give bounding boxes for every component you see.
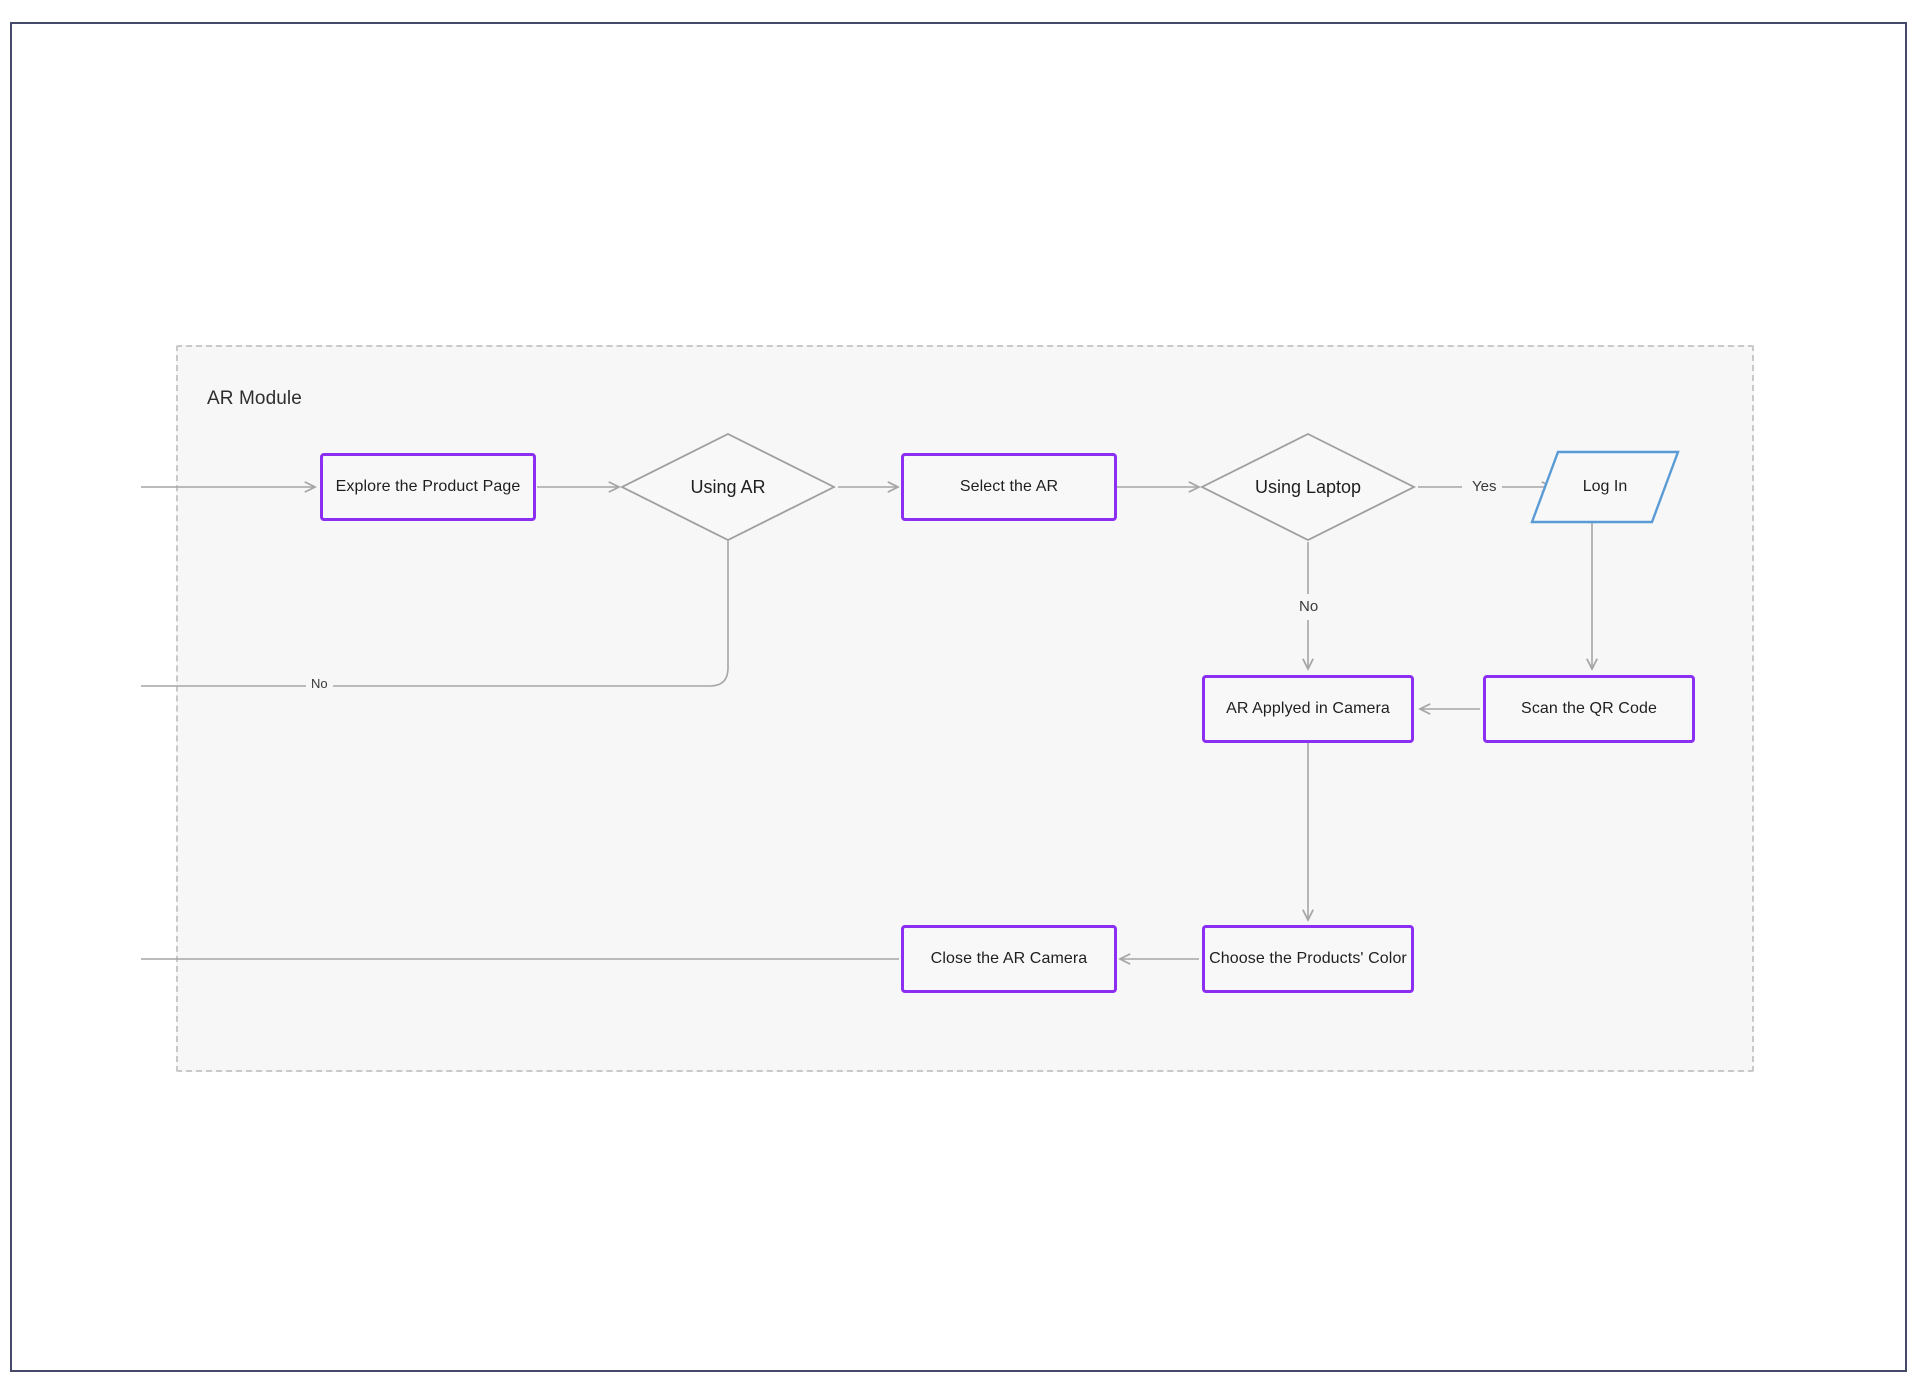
parallelogram-shape [1530, 450, 1680, 524]
node-label: Scan the QR Code [1521, 700, 1657, 718]
node-close-the-ar-camera[interactable]: Close the AR Camera [901, 925, 1117, 993]
node-label: Using Laptop [1254, 476, 1362, 497]
node-label: Choose the Products' Color [1209, 950, 1407, 968]
edge-label-using-ar-no: No [306, 675, 333, 692]
node-label: AR Applyed in Camera [1226, 700, 1390, 718]
ar-module-group-label: AR Module [207, 388, 302, 409]
node-label: Using AR [690, 476, 766, 497]
diamond-shape [620, 432, 836, 542]
node-label: Log In [1582, 478, 1628, 495]
node-log-in[interactable]: Log In [1530, 450, 1680, 524]
node-select-the-ar[interactable]: Select the AR [901, 453, 1117, 521]
node-using-laptop[interactable]: Using Laptop [1200, 432, 1416, 542]
node-label: Close the AR Camera [930, 950, 1088, 968]
node-label: Explore the Product Page [335, 478, 521, 496]
node-scan-the-qr-code[interactable]: Scan the QR Code [1483, 675, 1695, 743]
node-ar-applyed-in-camera[interactable]: AR Applyed in Camera [1202, 675, 1414, 743]
node-choose-the-products-color[interactable]: Choose the Products' Color [1202, 925, 1414, 993]
node-label: Select the AR [959, 478, 1059, 496]
diamond-shape [1200, 432, 1416, 542]
node-explore-the-product-page[interactable]: Explore the Product Page [320, 453, 536, 521]
edge-label-using-laptop-no: No [1294, 597, 1324, 616]
edge-label-using-laptop-yes: Yes [1467, 477, 1502, 496]
node-using-ar[interactable]: Using AR [620, 432, 836, 542]
